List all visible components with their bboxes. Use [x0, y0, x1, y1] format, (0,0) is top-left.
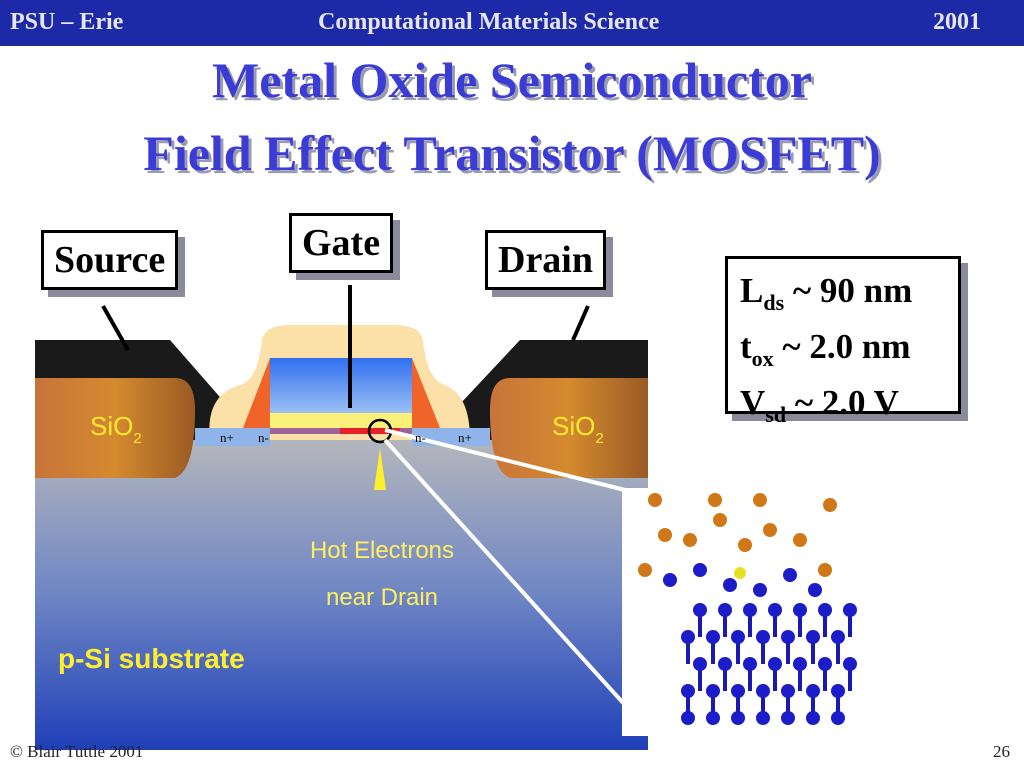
atom [731, 630, 745, 644]
atom [806, 711, 820, 725]
atom [831, 711, 845, 725]
atom [638, 563, 652, 577]
source-label: Source [41, 230, 179, 290]
atom [683, 533, 697, 547]
atom [831, 630, 845, 644]
atom [781, 684, 795, 698]
atom [793, 603, 807, 617]
atom [818, 563, 832, 577]
atom [756, 630, 770, 644]
atom [818, 603, 832, 617]
drain-label: Drain [485, 230, 606, 290]
atom [693, 603, 707, 617]
atom [738, 538, 752, 552]
atom [734, 567, 746, 579]
gate-oxide [270, 413, 412, 428]
atom [806, 684, 820, 698]
slide-title-line2: Field Effect Transistor (MOSFET) [143, 125, 881, 181]
atom [768, 657, 782, 671]
atom [756, 684, 770, 698]
n-minus-left: n- [258, 430, 269, 445]
parameters-box: Lds ~ 90 nm tox ~ 2.0 nm Vsd ~ 2.0 V [725, 256, 961, 427]
header-center: Computational Materials Science [318, 9, 660, 35]
sio2-left: SiO2 [90, 411, 142, 447]
atom [793, 533, 807, 547]
slide-title-line1: Metal Oxide Semiconductor [212, 52, 812, 108]
atom [763, 523, 777, 537]
hot-electrons-label-2: near Drain [326, 584, 438, 611]
substrate [35, 440, 648, 750]
atom [706, 711, 720, 725]
atom [681, 684, 695, 698]
gate-label: Gate [289, 213, 394, 273]
atom [753, 583, 767, 597]
atom [693, 657, 707, 671]
atom [706, 630, 720, 644]
copyright: © Blair Tuttle 2001 [10, 742, 144, 761]
atom [743, 603, 757, 617]
atom [768, 603, 782, 617]
param-tox: tox ~ 2.0 nm [740, 327, 911, 371]
atom [648, 493, 662, 507]
atom [781, 711, 795, 725]
atom [731, 711, 745, 725]
sio2-right: SiO2 [552, 411, 604, 447]
atom [756, 711, 770, 725]
n-plus-right: n+ [458, 430, 472, 445]
atom [806, 630, 820, 644]
header-bar: PSU – Erie Computational Materials Scien… [0, 0, 1024, 46]
atom [843, 657, 857, 671]
param-lds: Lds ~ 90 nm [740, 271, 913, 315]
arrow-icon [374, 448, 386, 490]
atom [793, 657, 807, 671]
atom [708, 493, 722, 507]
atom [658, 528, 672, 542]
param-vsd: Vsd ~ 2.0 V [740, 383, 899, 427]
atom [743, 657, 757, 671]
header-left: PSU – Erie [10, 9, 124, 35]
atom [693, 563, 707, 577]
atom [753, 493, 767, 507]
atomic-structure [638, 493, 857, 725]
atom [681, 630, 695, 644]
hot-electrons-label-1: Hot Electrons [310, 537, 454, 564]
atom [731, 684, 745, 698]
atom [718, 603, 732, 617]
atom [663, 573, 677, 587]
atom [681, 711, 695, 725]
atom [783, 568, 797, 582]
header-right: 2001 [933, 9, 981, 35]
atom [843, 603, 857, 617]
atom [723, 578, 737, 592]
substrate-label: p-Si substrate [58, 643, 245, 674]
atom [823, 498, 837, 512]
atom [781, 630, 795, 644]
atom [718, 657, 732, 671]
gate-electrode [270, 358, 412, 413]
atom [706, 684, 720, 698]
atom [713, 513, 727, 527]
atom [818, 657, 832, 671]
n-plus-left: n+ [220, 430, 234, 445]
page-number: 26 [993, 742, 1010, 761]
atom [831, 684, 845, 698]
n-minus-right: n- [415, 430, 426, 445]
atom [808, 583, 822, 597]
